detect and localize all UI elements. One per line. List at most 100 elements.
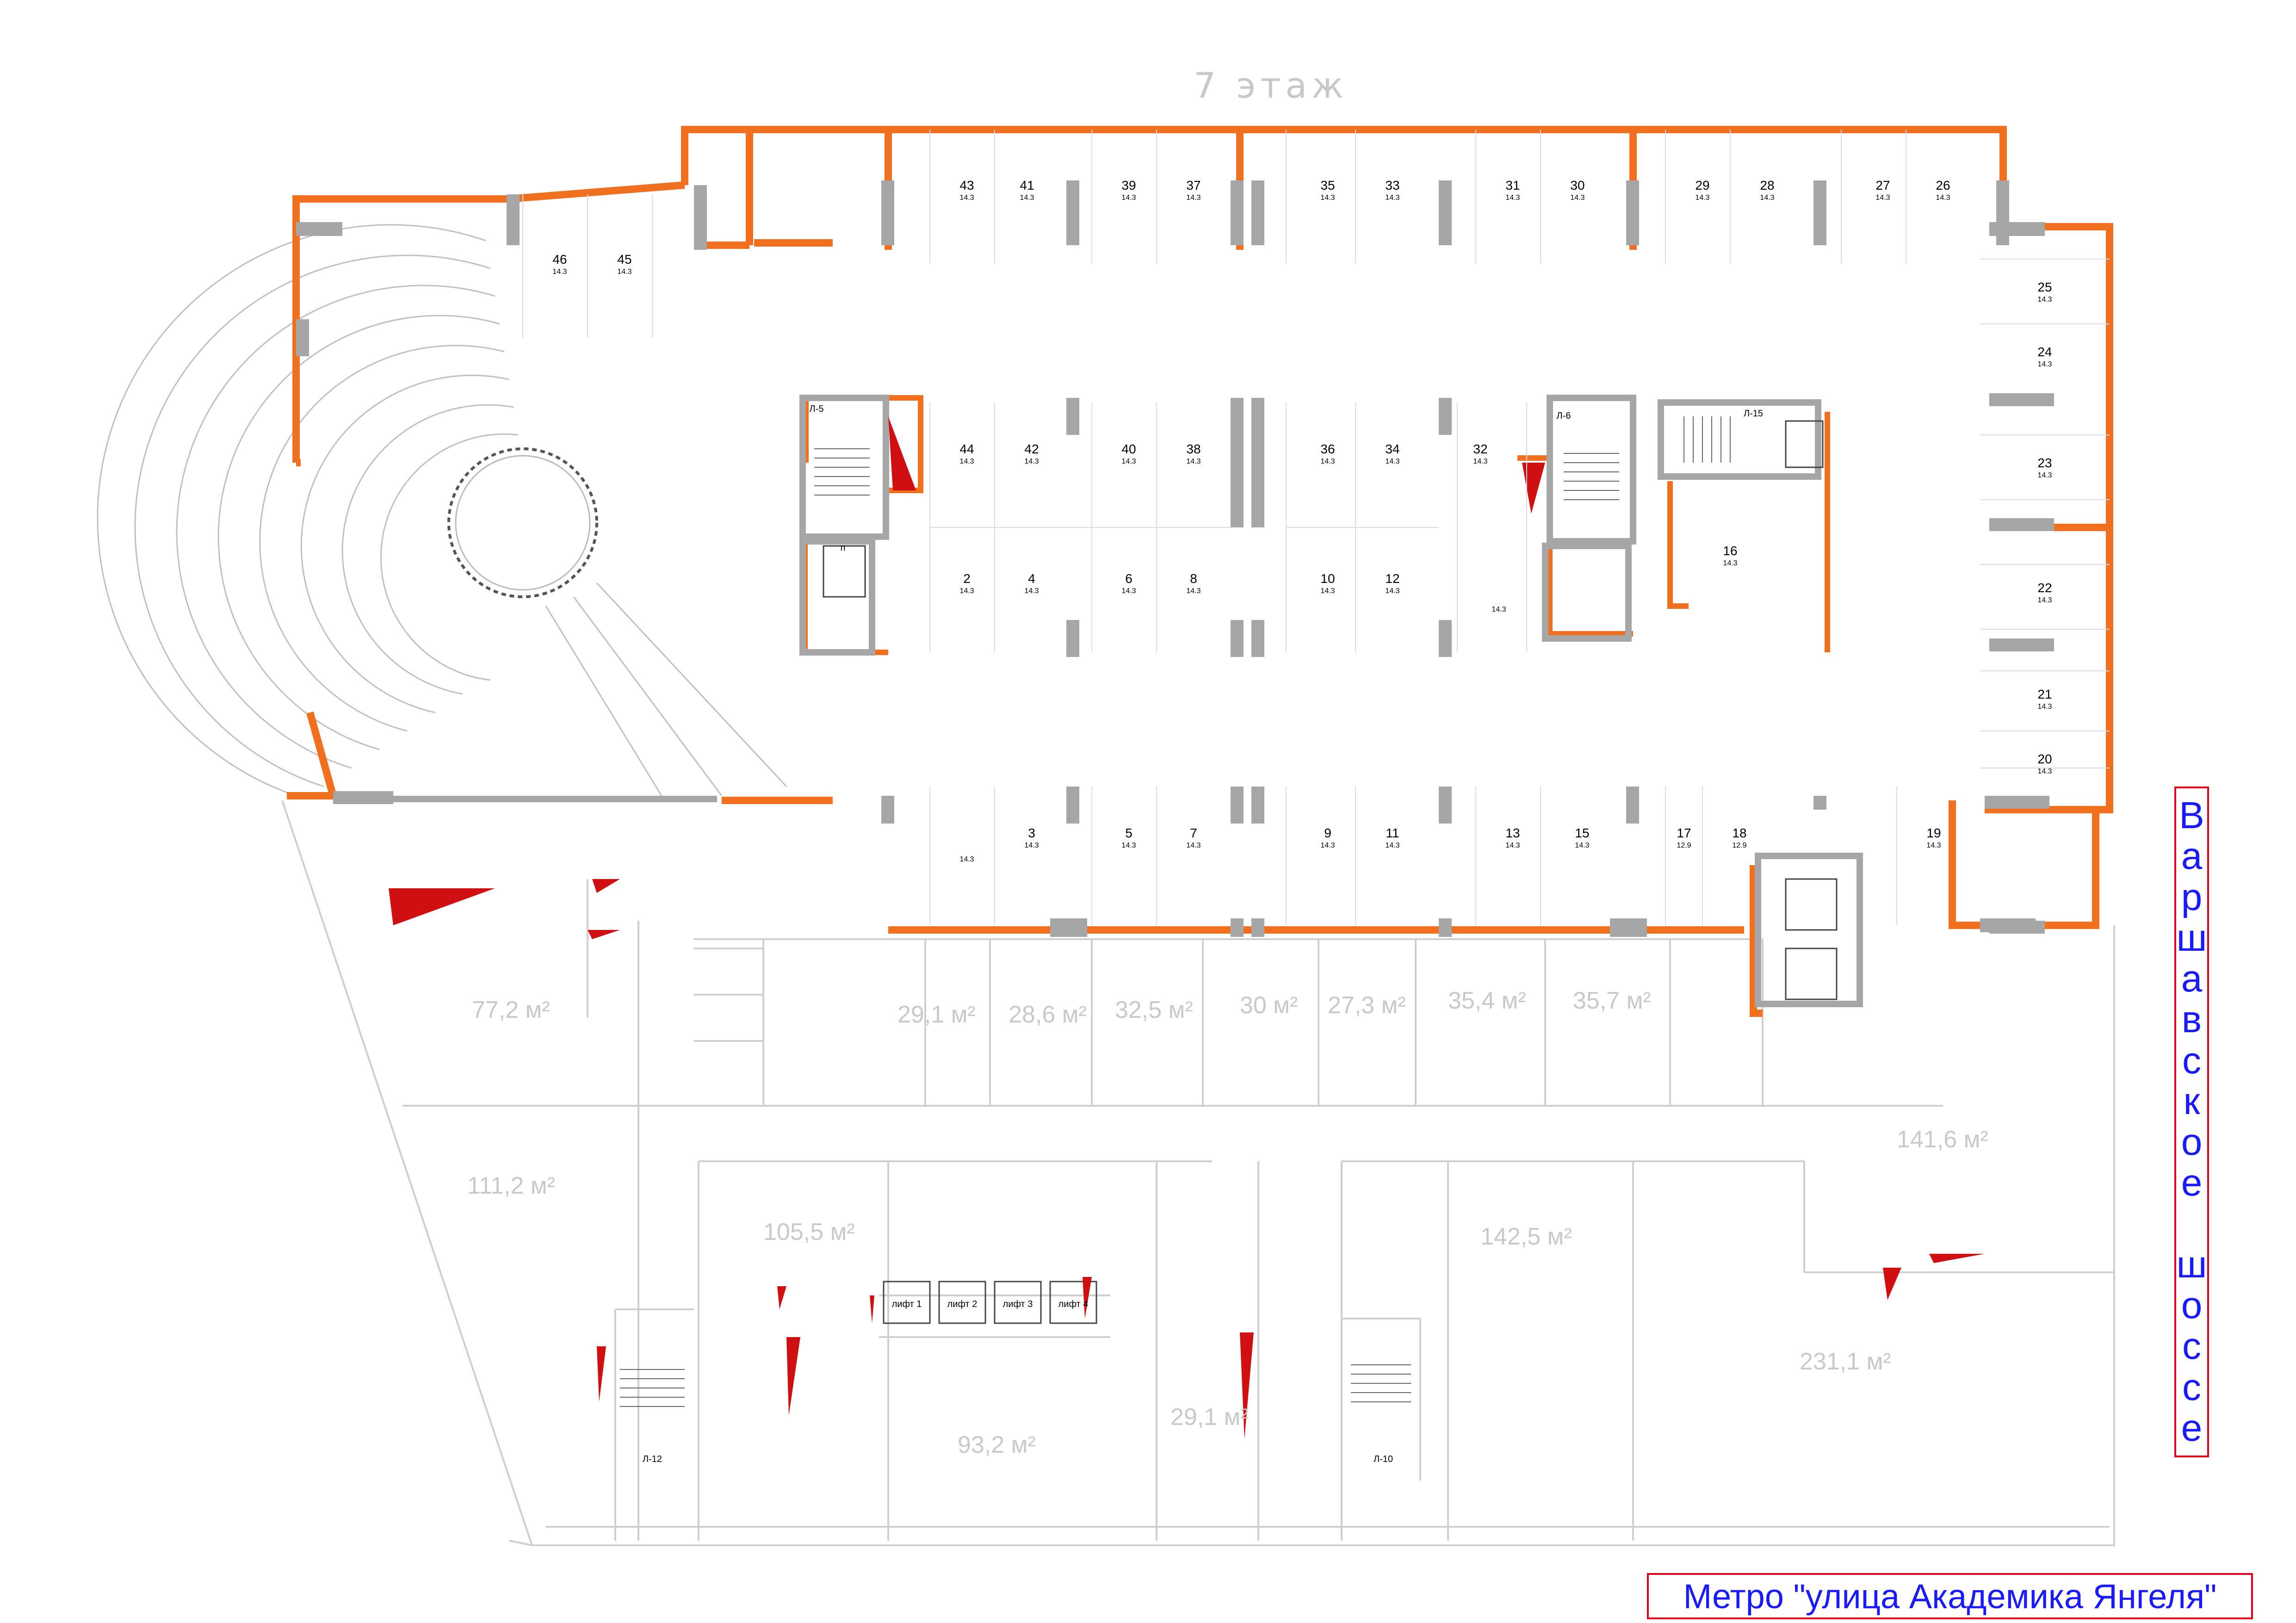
- parking-spot-number: 22: [2037, 581, 2052, 595]
- parking-spot-area: 14.3: [1385, 458, 1399, 465]
- parking-spot-number: 33: [1385, 178, 1399, 192]
- parking-spot-area: 14.3: [2037, 596, 2052, 604]
- parking-spot-number: 34: [1385, 442, 1399, 456]
- room-area-10: 105,5 м²: [763, 1219, 855, 1245]
- parking-spot-number: 10: [1320, 571, 1335, 586]
- lift-label-2: лифт 2: [947, 1299, 978, 1309]
- parking-spot-number: 27: [1875, 178, 1890, 192]
- parking-spot-number: 41: [1020, 178, 1034, 192]
- street-sign-letter: с: [2182, 1039, 2201, 1082]
- parking-spot-area: 14.3: [1875, 194, 1890, 202]
- parking-spot-number: 11: [1386, 826, 1399, 840]
- lift-label-1: лифт 1: [892, 1299, 922, 1309]
- parking-spot-number: 30: [1570, 178, 1584, 192]
- street-sign-letter: ш: [2176, 917, 2207, 959]
- parking-spot-area: 14.3: [1385, 842, 1399, 849]
- parking-spot-number: 23: [2037, 456, 2052, 470]
- room-area-15: 231,1 м²: [1800, 1348, 1891, 1375]
- parking-spot-area: 14.3: [1570, 194, 1584, 202]
- floor-title: 7 этаж: [1194, 65, 1348, 106]
- parking-spot-area: 14.3: [1320, 842, 1335, 849]
- lift-label-3: лифт 3: [1003, 1299, 1033, 1309]
- parking-spot-area: 14.3: [1186, 842, 1201, 849]
- lift-label-4: лифт 4: [1058, 1299, 1089, 1309]
- parking-spot-area: 14.3: [1926, 842, 1941, 849]
- room-area-14: 29,1 м²: [1170, 1404, 1249, 1431]
- parking-spot-number: 16: [1723, 544, 1737, 558]
- parking-spot-number: 44: [959, 442, 974, 456]
- street-sign-letter: В: [2179, 794, 2204, 836]
- parking-spot-number: 28: [1760, 178, 1774, 192]
- parking-spot-number: 8: [1190, 571, 1197, 586]
- room-area-3: 28,6 м²: [1009, 1001, 1087, 1028]
- street-sign-letter: о: [2181, 1284, 2203, 1327]
- parking-spot-area: 14.3: [1505, 842, 1520, 849]
- parking-spot-area: 14.3: [617, 268, 631, 276]
- parking-spot-number: 3: [1028, 826, 1035, 840]
- parking-spot-number: 39: [1121, 178, 1136, 192]
- room-area-12: 141,6 м²: [1897, 1126, 1988, 1153]
- room-area-labels: 77,2 м² 29,1 м² 28,6 м² 32,5 м² 30 м² 27…: [467, 987, 1988, 1458]
- parking-spot-number: 46: [552, 252, 567, 266]
- parking-spot-number: 29: [1695, 178, 1709, 192]
- parking-spot-area: 14.3: [2037, 703, 2052, 711]
- parking-spot-number: 26: [1936, 178, 1950, 192]
- parking-spot-number: 5: [1125, 826, 1133, 840]
- stair-label-l10: Л-10: [1374, 1454, 1393, 1464]
- room-area-11: 142,5 м²: [1480, 1223, 1572, 1250]
- parking-spot-area: 14.3: [1320, 458, 1335, 465]
- parking-spot-area: 14.3: [1491, 606, 1506, 613]
- parking-spot-number: 7: [1190, 826, 1197, 840]
- parking-spot-number: 18: [1732, 826, 1746, 840]
- parking-spot-number: 40: [1121, 442, 1136, 456]
- street-sign-letter: а: [2181, 958, 2203, 1000]
- parking-spot-number: 25: [2037, 280, 2052, 294]
- parking-spot-area: 14.3: [1024, 587, 1039, 595]
- parking-spot-area: 14.3: [2037, 296, 2052, 304]
- parking-spot-area: 14.3: [1020, 194, 1034, 202]
- parking-spot-number: 9: [1324, 826, 1331, 840]
- parking-spot-number: 38: [1186, 442, 1201, 456]
- lift-boxes: [823, 420, 1838, 1324]
- parking-spot-number: 45: [617, 252, 631, 266]
- parking-spot-area: 14.3: [1186, 587, 1201, 595]
- street-sign-letter: а: [2181, 835, 2203, 878]
- parking-spot-area: 14.3: [1121, 587, 1136, 595]
- parking-spot-labels: 43 14.3 41 14.3 39 14.3 37 14.3 35 14.3 33 14.3 3 11 4…: [552, 178, 2052, 863]
- room-area-5: 30 м²: [1240, 992, 1298, 1019]
- parking-spot-area: 14.3: [1121, 842, 1136, 849]
- street-sign-letter: р: [2181, 876, 2203, 918]
- lift-label-p: п: [841, 543, 846, 553]
- stair-cores: [799, 395, 1863, 1007]
- parking-spot-area: 14.3: [1936, 194, 1950, 202]
- parking-spot-number: 42: [1024, 442, 1039, 456]
- parking-spot-area: 14.3: [1121, 458, 1136, 465]
- parking-spot-area: 14.3: [2037, 360, 2052, 368]
- street-sign-letter: [2186, 1205, 2197, 1243]
- parking-spot-area: 14.3: [1385, 194, 1399, 202]
- parking-spot-number: 43: [959, 178, 974, 192]
- parking-spot-area: 12.9: [1677, 842, 1691, 849]
- street-sign-letter: е: [2181, 1406, 2203, 1449]
- parking-spot-number: 37: [1186, 178, 1201, 192]
- columns: [296, 180, 2054, 937]
- street-sign-letter: с: [2182, 1366, 2201, 1408]
- stair-label-l15: Л-15: [1744, 409, 1763, 419]
- parking-spot-area: 14.3: [959, 194, 974, 202]
- parking-spot-area: 14.3: [2037, 768, 2052, 775]
- parking-spot-area: 14.3: [1121, 194, 1136, 202]
- room-area-9: 111,2 м²: [467, 1172, 555, 1199]
- parking-spot-area: 14.3: [552, 268, 567, 276]
- stair-label-l12: Л-12: [643, 1454, 662, 1464]
- parking-spot-area: 14.3: [1473, 458, 1487, 465]
- parking-spot-number: 35: [1320, 178, 1335, 192]
- fire-equipment-markers: [389, 416, 1985, 1439]
- parking-spot-number: 2: [963, 571, 971, 586]
- metro-sign: Метро "улица Академика Янгеля": [1647, 1573, 2253, 1619]
- core-labels: Л-5 Л-6 Л-15 Л-12 Л-10 п лифт 1 лифт 2 л…: [643, 404, 1763, 1464]
- parking-spot-number: 20: [2037, 752, 2052, 766]
- parking-spot-number: 12: [1385, 571, 1399, 586]
- parking-grid: [522, 130, 2110, 925]
